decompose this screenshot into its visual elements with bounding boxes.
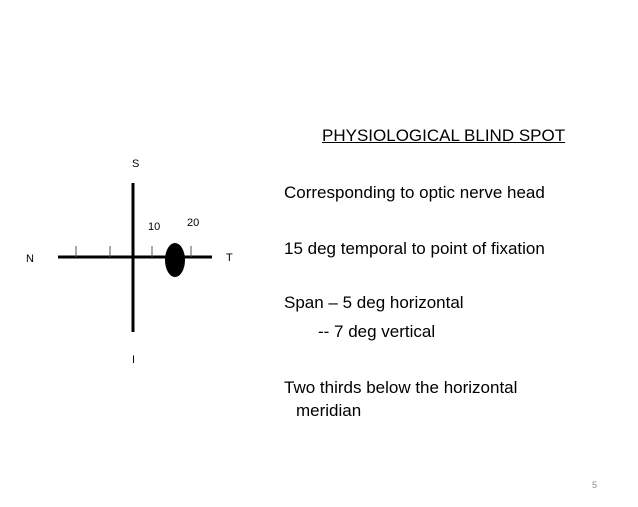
bullet-subline: -- 7 deg vertical [318, 322, 436, 341]
slide-title: PHYSIOLOGICAL BLIND SPOT [322, 126, 566, 145]
bullet-line: 15 deg temporal to point of fixation [284, 239, 545, 258]
bullet-line: Corresponding to optic nerve head [284, 183, 545, 202]
label-superior: S [132, 158, 139, 170]
tick-label-10: 10 [148, 221, 160, 233]
label-nasal: N [26, 253, 34, 265]
blind-spot [165, 243, 185, 277]
bullet-line-continuation: meridian [296, 401, 362, 420]
label-temporal: T [226, 252, 233, 264]
tick-label-20: 20 [187, 217, 199, 229]
label-inferior: I [132, 354, 135, 366]
bullet-line: Two thirds below the horizontal [284, 378, 518, 397]
bullet-line: Span – 5 deg horizontal [284, 293, 464, 312]
page-number: 5 [592, 480, 598, 490]
